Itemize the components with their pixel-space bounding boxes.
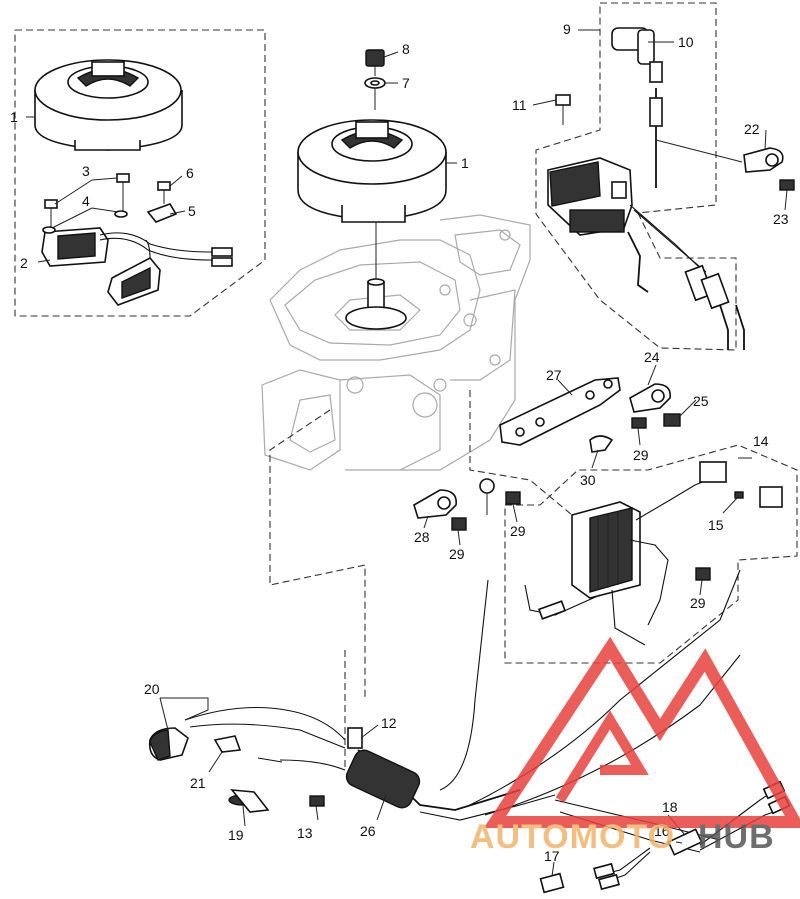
crankshaft-stub xyxy=(345,222,407,330)
callout-1a: 1 xyxy=(10,109,18,125)
callout-26: 26 xyxy=(360,823,376,839)
callout-9: 9 xyxy=(563,21,571,37)
callout-17: 17 xyxy=(544,848,560,864)
callout-24: 24 xyxy=(644,349,660,365)
callout-22: 22 xyxy=(744,121,760,137)
callout-3: 3 xyxy=(82,163,90,179)
callout-15: 15 xyxy=(708,517,724,533)
watermark-logo-icon xyxy=(483,636,800,828)
callout-14: 14 xyxy=(753,433,769,449)
stator-screws xyxy=(42,173,178,234)
callout-28: 28 xyxy=(414,529,430,545)
callout-1b: 1 xyxy=(461,155,469,171)
flywheel-kit-boundary xyxy=(14,29,266,317)
callout-5: 5 xyxy=(188,203,196,219)
ignition-coil xyxy=(547,94,649,293)
callout-12: 12 xyxy=(381,715,397,731)
callout-8: 8 xyxy=(402,41,410,57)
engine-block-outline xyxy=(261,214,531,471)
callout-7: 7 xyxy=(402,75,410,91)
callout-29b: 29 xyxy=(510,523,526,539)
regulator-boundary xyxy=(504,444,798,664)
main-harness xyxy=(148,569,741,821)
watermark-text-right: HUB xyxy=(698,818,775,856)
callout-25: 25 xyxy=(693,393,709,409)
callout-18: 18 xyxy=(662,799,678,815)
callout-20: 20 xyxy=(144,681,160,697)
callout-30: 30 xyxy=(580,472,596,488)
clamp-28 xyxy=(413,478,521,531)
automotohub-watermark: AUTOMOTO HUB xyxy=(470,636,800,856)
flywheel-main xyxy=(297,119,447,223)
callout-29a: 29 xyxy=(633,447,649,463)
rectifier-regulator xyxy=(524,461,783,646)
callout-10: 10 xyxy=(678,34,694,50)
callout-13: 13 xyxy=(297,825,313,841)
charge-coil xyxy=(41,227,233,306)
callout-21: 21 xyxy=(190,775,206,791)
coil-connectors xyxy=(629,204,745,350)
flywheel-nut xyxy=(364,49,386,110)
guide-lines xyxy=(269,390,573,770)
callout-27: 27 xyxy=(546,367,562,383)
spark-plug-cap xyxy=(611,27,663,188)
harness-bracket xyxy=(499,377,681,453)
lead-clamp xyxy=(743,147,795,191)
leader-lines xyxy=(26,29,788,877)
callout-23: 23 xyxy=(773,211,789,227)
callout-2: 2 xyxy=(20,255,28,271)
callout-4: 4 xyxy=(82,193,90,209)
ignition-coil-boundary xyxy=(535,2,737,351)
flywheel-spare xyxy=(34,59,183,151)
callout-11: 11 xyxy=(512,97,527,113)
callout-19: 19 xyxy=(228,827,244,843)
watermark-text-left: AUTOMOTO xyxy=(470,818,675,856)
callout-6: 6 xyxy=(186,165,194,181)
callouts: 1 1 2 3 4 5 6 7 8 9 10 11 12 13 14 15 16… xyxy=(10,21,789,864)
callout-29d: 29 xyxy=(690,595,706,611)
watermark-logo-inner-icon xyxy=(555,710,649,803)
callout-29c: 29 xyxy=(449,546,465,562)
